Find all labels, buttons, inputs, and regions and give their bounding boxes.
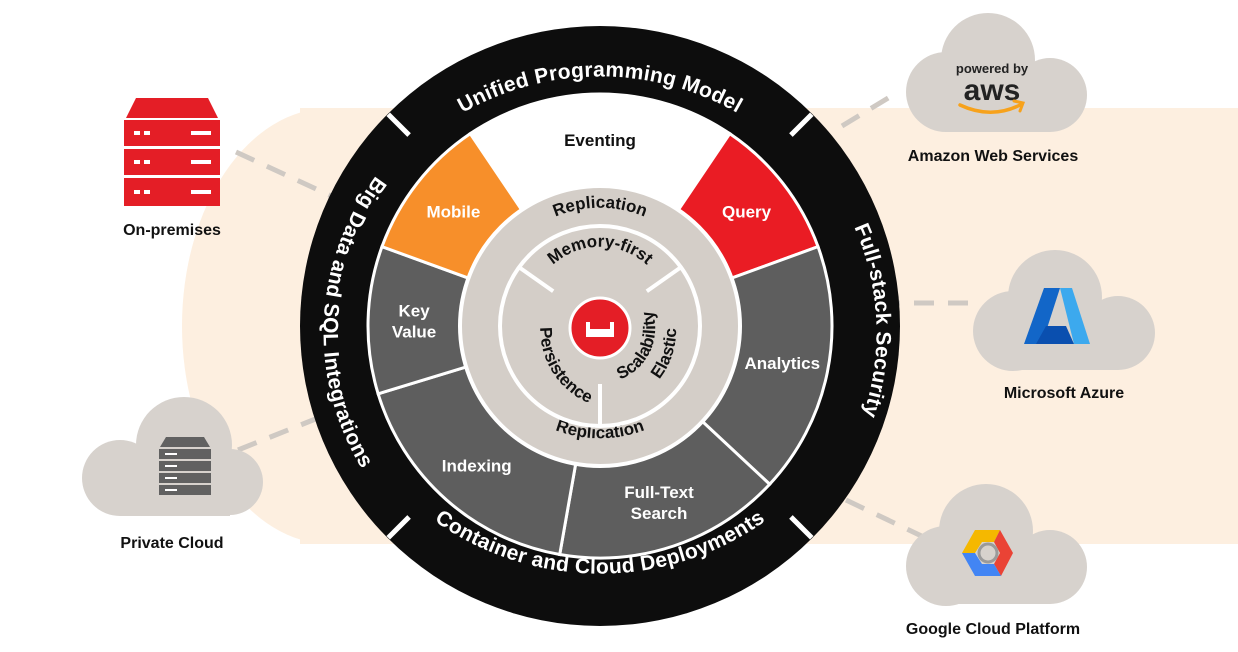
connector-private-cloud [237, 415, 319, 453]
env-label-private-cloud: Private Cloud [120, 535, 223, 552]
aws-logo-wordmark: aws [964, 74, 1021, 107]
segment-label-query: Query [722, 202, 772, 221]
env-label-gcp: Google Cloud Platform [906, 621, 1080, 638]
env-label-azure: Microsoft Azure [1004, 385, 1124, 402]
aws-smile-icon [958, 102, 1024, 114]
segment-label-eventing: Eventing [564, 131, 636, 150]
aws-cloud-icon: powered by aws [906, 13, 1087, 132]
connector-aws [840, 89, 900, 129]
segment-label-mobile: Mobile [427, 202, 481, 221]
env-label-aws: Amazon Web Services [908, 148, 1079, 165]
segment-label-analytics: Analytics [744, 354, 820, 373]
connector-gcp [844, 497, 932, 543]
couchbase-logo-icon [568, 296, 632, 360]
outer-ring-dividers [386, 112, 814, 540]
core-dividers [517, 265, 683, 426]
gcp-cloud-icon [906, 484, 1087, 606]
azure-cloud-icon [973, 250, 1155, 371]
server-rack-icon [124, 98, 220, 206]
segment-label-indexing: Indexing [442, 456, 512, 475]
aws-logo-powered-by: powered by [956, 61, 1029, 76]
server-cloud-icon [82, 397, 263, 516]
connector-on-premises [234, 149, 342, 203]
env-label-on-premises: On-premises [123, 222, 221, 239]
